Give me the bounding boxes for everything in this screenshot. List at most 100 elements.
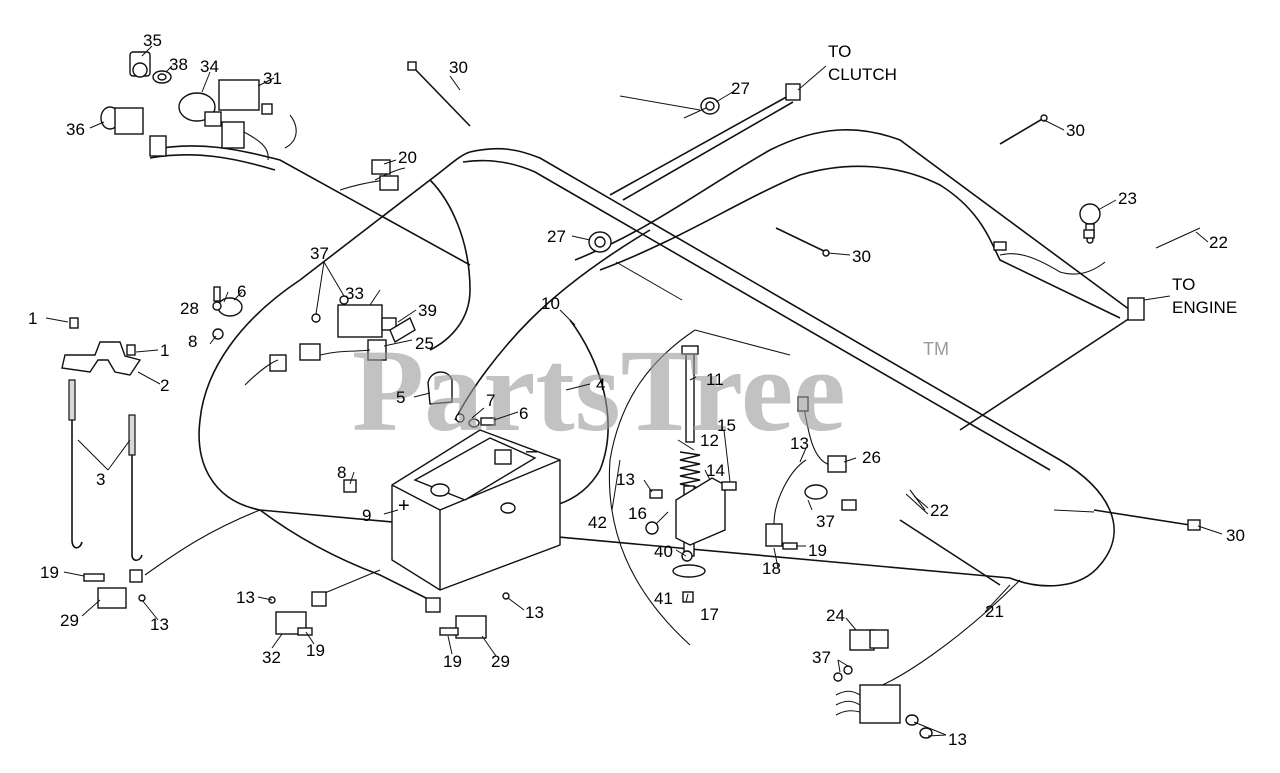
frame-outline xyxy=(608,329,791,646)
callout-31: 31 xyxy=(263,69,282,88)
callout-13-left: 13 xyxy=(150,615,169,634)
callout-29-left: 29 xyxy=(60,611,79,630)
relay-31 xyxy=(218,79,273,115)
callout-27-middle: 27 xyxy=(547,227,566,246)
callout-30-right: 30 xyxy=(1226,526,1245,545)
module-33 xyxy=(311,295,416,344)
callout-38: 38 xyxy=(169,55,188,74)
watermark-text: PartsTree xyxy=(352,325,846,456)
clamp-28 xyxy=(212,286,243,340)
callout-3: 3 xyxy=(96,470,105,489)
callout-19-right: 19 xyxy=(443,652,462,671)
callout-6-battery: 6 xyxy=(519,404,528,423)
callout-16: 16 xyxy=(628,504,647,523)
engine-connector xyxy=(1127,297,1145,321)
callout-37-bottom: 37 xyxy=(812,648,831,667)
callout-25: 25 xyxy=(415,334,434,353)
callout-9: 9 xyxy=(362,506,371,525)
callout-5: 5 xyxy=(396,388,405,407)
callout-17: 17 xyxy=(700,605,719,624)
leader-lines xyxy=(45,45,1223,737)
pivot-hardware xyxy=(645,481,737,603)
callout-42: 42 xyxy=(588,513,607,532)
callout-30-middle: 30 xyxy=(852,247,871,266)
connector-35 xyxy=(129,51,151,78)
bracket-14 xyxy=(675,477,726,557)
callout-33: 33 xyxy=(345,284,364,303)
callout-13-right: 13 xyxy=(525,603,544,622)
nut-38 xyxy=(152,70,172,84)
switch-29-left xyxy=(83,569,146,609)
bracket-2 xyxy=(61,341,142,376)
switch-32 xyxy=(268,591,327,636)
relay-24 xyxy=(849,629,889,651)
callout-13-middle: 13 xyxy=(236,588,255,607)
switch-37-bottom xyxy=(833,665,933,739)
callout-8-top: 8 xyxy=(188,332,197,351)
callout-10: 10 xyxy=(541,294,560,313)
dash-connectors xyxy=(149,121,399,191)
clutch-connector xyxy=(785,83,801,101)
ignition-switch-34 xyxy=(178,92,222,127)
callout-19-seat: 19 xyxy=(808,541,827,560)
callout-8-battery: 8 xyxy=(337,463,346,482)
to-clutch-label-line1: TO xyxy=(828,42,851,61)
callout-23: 23 xyxy=(1118,189,1137,208)
callout-28: 28 xyxy=(180,299,199,318)
hooks-3 xyxy=(68,317,143,562)
callout-30-top-left: 30 xyxy=(449,58,468,77)
callout-34: 34 xyxy=(200,57,219,76)
callout-35: 35 xyxy=(143,31,162,50)
callout-7: 7 xyxy=(486,391,495,410)
callout-4: 4 xyxy=(596,375,605,394)
callout-12: 12 xyxy=(700,431,719,450)
callout-26: 26 xyxy=(862,448,881,467)
callout-19-left: 19 xyxy=(40,563,59,582)
callout-21: 21 xyxy=(985,602,1004,621)
callout-1-right: 1 xyxy=(160,341,169,360)
callout-18: 18 xyxy=(762,559,781,578)
mid-connectors xyxy=(993,229,1095,251)
callout-32: 32 xyxy=(262,648,281,667)
callout-37-seat: 37 xyxy=(816,512,835,531)
dash-harness-branch xyxy=(149,114,471,266)
clutch-branch xyxy=(609,94,794,201)
bolt-11 xyxy=(681,345,699,443)
engine-harness xyxy=(574,128,1131,431)
to-clutch-label-line2: CLUTCH xyxy=(828,65,897,84)
callout-41: 41 xyxy=(654,589,673,608)
callout-19-middle: 19 xyxy=(306,641,325,660)
callout-29-right: 29 xyxy=(491,652,510,671)
switch-29-right xyxy=(425,592,510,639)
callout-40: 40 xyxy=(654,542,673,561)
callout-30-top-right: 30 xyxy=(1066,121,1085,140)
seat-switch-18 xyxy=(765,459,807,547)
callout-13-bracket: 13 xyxy=(616,470,635,489)
callout-22-upper: 22 xyxy=(1209,233,1228,252)
spring-12 xyxy=(679,451,701,489)
callout-15: 15 xyxy=(717,416,736,435)
connector-22-lower xyxy=(841,489,926,511)
to-engine-label-line1: TO xyxy=(1172,275,1195,294)
callout-14: 14 xyxy=(706,461,725,480)
callout-37-module: 37 xyxy=(310,244,329,263)
callout-22-lower: 22 xyxy=(930,501,949,520)
to-engine-label-line2: ENGINE xyxy=(1172,298,1237,317)
grommet-27-top xyxy=(700,97,720,115)
clip-19-right xyxy=(782,542,798,550)
callout-11: 11 xyxy=(706,370,724,389)
light-switch-36 xyxy=(100,106,144,135)
connector-25 xyxy=(244,339,387,386)
callout-39: 39 xyxy=(418,301,437,320)
callout-27-top: 27 xyxy=(731,79,750,98)
callout-13-bottom: 13 xyxy=(948,730,967,749)
callout-6-top: 6 xyxy=(237,282,246,301)
cable-ties xyxy=(407,61,1201,531)
grommet-27-mid xyxy=(588,231,612,253)
callout-2: 2 xyxy=(160,376,169,395)
callout-13-seat: 13 xyxy=(790,434,809,453)
battery-9 xyxy=(343,429,561,591)
connector-26 xyxy=(797,396,847,500)
battery-negative-label: – xyxy=(526,440,538,462)
callout-24: 24 xyxy=(826,606,845,625)
